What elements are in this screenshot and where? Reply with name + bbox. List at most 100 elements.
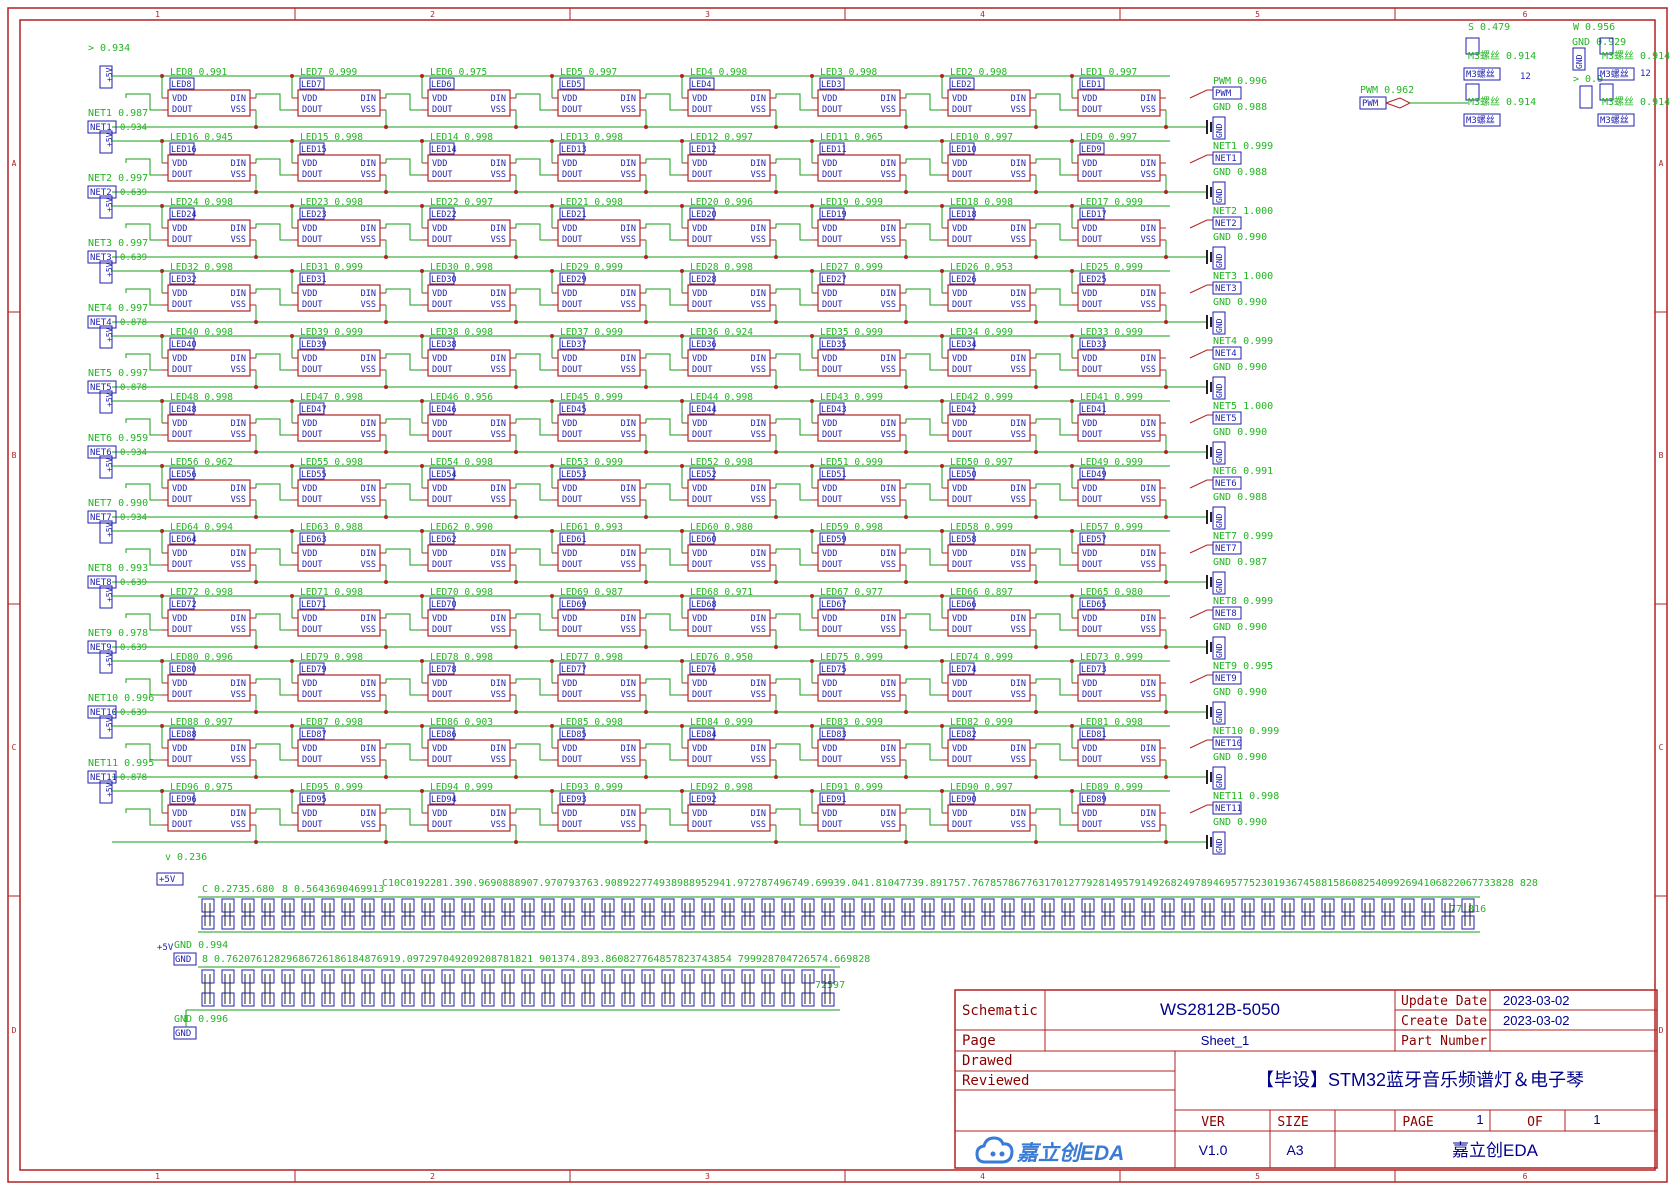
m3-pin-box [1465,37,1480,55]
junction-dot [290,594,294,598]
led-score: LED54 0.998 [430,457,493,468]
led-score: LED84 0.999 [690,717,753,728]
border-col-label: 1 [155,10,160,19]
net-flag: NET5 [90,383,112,393]
led-ref: LED93 [561,795,587,805]
pin-vss: VSS [231,560,246,570]
led-ref: LED45 [561,405,587,415]
junction-dot [420,204,424,208]
pin-vdd: VDD [822,744,837,754]
led-body [1077,284,1161,312]
pin-vss: VSS [751,690,766,700]
pin-din: DIN [1141,549,1156,559]
right-net-score: NET7 0.999 [1213,531,1273,542]
led-ref-box [1079,272,1105,285]
cap-ref-box [421,969,435,984]
pin-vss: VSS [751,170,766,180]
right-net-score: NET6 0.991 [1213,466,1273,477]
junction-dot [940,724,944,728]
net-port [1189,89,1213,99]
led-score: LED90 0.997 [950,782,1013,793]
led-body [427,544,511,572]
cap-ref-box [901,915,915,930]
gnd-score: GND 0.988 [1213,102,1267,113]
m3-ref-box [1463,113,1501,127]
pin-din: DIN [881,549,896,559]
led-ref: LED37 [561,340,587,350]
pin-vdd: VDD [432,549,447,559]
pin-din: DIN [621,354,636,364]
led-ref-box [559,467,585,480]
led-body [557,349,641,377]
led-ref: LED51 [821,470,847,480]
pin-vss: VSS [881,365,896,375]
data-link [255,548,292,566]
pin-dout: DOUT [432,495,452,505]
junction-dot [254,190,258,194]
junction-dot [420,334,424,338]
pin-vss: VSS [361,300,376,310]
junction-dot [1034,125,1038,129]
net-port [1189,609,1213,619]
data-link [385,353,422,371]
pin-vdd: VDD [692,159,707,169]
pin-dout: DOUT [172,430,192,440]
pin-vdd: VDD [1082,354,1097,364]
junction-dot [774,125,778,129]
pin-vss: VSS [491,235,506,245]
led-score: LED49 0.999 [1080,457,1143,468]
led-body [1077,804,1161,832]
cap-ref-box [1461,915,1475,930]
pin-vdd: VDD [822,159,837,169]
pin-vdd: VDD [432,809,447,819]
junction-dot [644,515,648,519]
m3-ref-box [1463,67,1501,81]
led-score: LED60 0.980 [690,522,753,533]
data-link [255,613,292,631]
led-ref: LED76 [691,665,717,675]
junction-dot [514,450,518,454]
pin-vdd: VDD [562,224,577,234]
cap-ref-box [1381,898,1395,913]
junction-dot [810,399,814,403]
led-ref-box [819,727,845,740]
cap-ref-box [741,992,755,1007]
led-score: LED3 0.998 [820,67,877,78]
pin-dout: DOUT [822,170,842,180]
cap-ref-box [741,969,755,984]
junction-dot [810,529,814,533]
pin-dout: DOUT [1082,495,1102,505]
pin-din: DIN [881,159,896,169]
pin-vdd: VDD [172,809,187,819]
led-ref-box [429,467,455,480]
net-port [1189,349,1213,359]
pin-din: DIN [881,224,896,234]
pin-din: DIN [231,484,246,494]
update-date-label: Update Date [1401,994,1487,1009]
led-score: LED79 0.998 [300,652,363,663]
led-ref-box [169,142,195,155]
pin-vdd: VDD [822,224,837,234]
title-block: Schematic WS2812B-5050 Update Date 2023-… [954,989,1658,1169]
led-ref: LED17 [1081,210,1107,220]
led-score: LED58 0.999 [950,522,1013,533]
junction-dot [254,775,258,779]
data-link [905,418,942,436]
led-ref-box [949,792,975,805]
cap-ref-box [1121,898,1135,913]
pin-din: DIN [231,549,246,559]
junction-dot [420,464,424,468]
pin-din: DIN [361,224,376,234]
led-score: LED31 0.999 [300,262,363,273]
cap-ref-box [641,992,655,1007]
led-ref: LED29 [561,275,587,285]
